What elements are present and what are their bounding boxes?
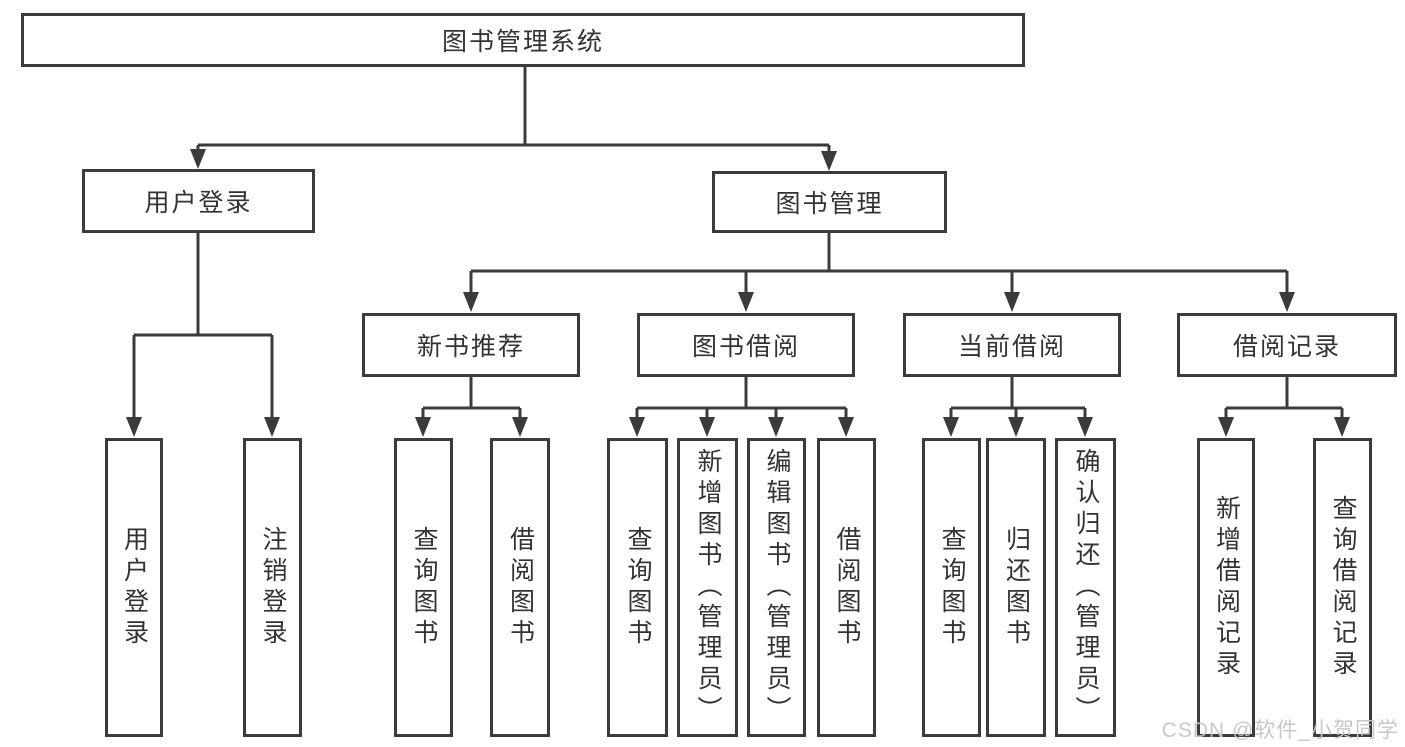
- leaf-query-books-borrow: 查询图书: [607, 438, 668, 737]
- leaf-query-books-current: 查询图书: [922, 438, 981, 737]
- node-user-login: 用户登录: [82, 169, 315, 233]
- leaf-borrow-books-recommend: 借阅图书: [490, 438, 550, 737]
- node-borrow-records: 借阅记录: [1177, 313, 1397, 377]
- leaf-query-borrow-record: 查询借阅记录: [1313, 438, 1372, 737]
- node-book-management: 图书管理: [712, 171, 947, 233]
- leaf-add-book-admin: 新增图书（管理员）: [677, 438, 738, 737]
- node-root: 图书管理系统: [21, 13, 1025, 67]
- leaf-user-login: 用户登录: [105, 438, 163, 737]
- leaf-confirm-return-admin: 确认归还（管理员）: [1055, 438, 1116, 737]
- node-current-borrow: 当前借阅: [903, 313, 1121, 377]
- node-book-borrow: 图书借阅: [637, 313, 855, 377]
- leaf-edit-book-admin: 编辑图书（管理员）: [747, 438, 806, 737]
- leaf-logout: 注销登录: [243, 438, 302, 737]
- leaf-add-borrow-record: 新增借阅记录: [1197, 438, 1255, 737]
- leaf-query-books-recommend: 查询图书: [394, 438, 453, 737]
- leaf-borrow-books: 借阅图书: [817, 438, 876, 737]
- csdn-watermark: CSDN @软件_小贺同学: [1161, 719, 1399, 742]
- leaf-return-books: 归还图书: [986, 438, 1046, 737]
- node-new-book-recommend: 新书推荐: [362, 313, 580, 377]
